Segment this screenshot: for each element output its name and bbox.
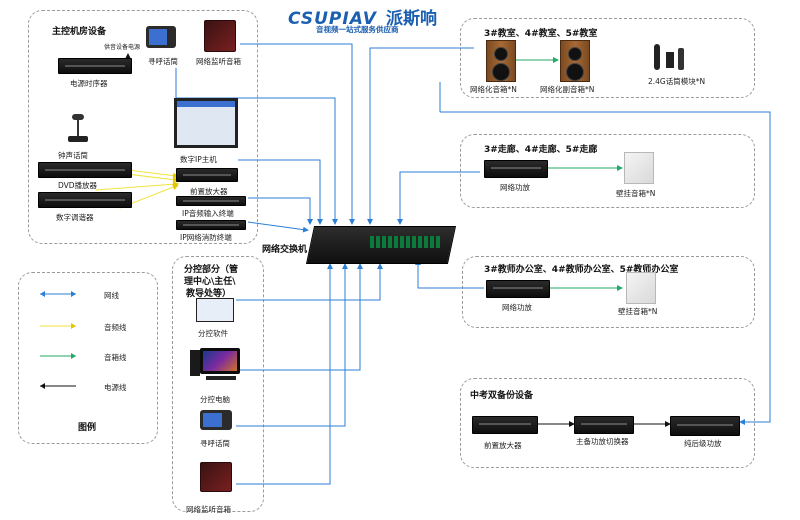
legend-swatches [40, 291, 76, 389]
branch-pc-monitor [200, 348, 240, 374]
power-supply-note: 供音设备电源 [104, 44, 141, 51]
exam-amp-label: 纯后级功放 [684, 439, 722, 448]
branch-title-line1: 分控部分（管 [184, 265, 239, 275]
branch-net-speaker-label: 网络监听音箱 [186, 505, 231, 514]
office-amp-device [486, 280, 550, 298]
branch-pc-tower [190, 350, 200, 376]
office-wall-speaker-label: 壁挂音箱*N [618, 307, 658, 316]
legend-power-line-label: 电源线 [104, 383, 127, 392]
bell-mic-label: 钟声话筒 [58, 151, 88, 160]
net-speaker-label: 网络化音箱*N [470, 85, 517, 94]
paging-mic-label: 寻呼话筒 [148, 57, 178, 66]
branch-title-line2: 理中心\主任\ [184, 277, 236, 287]
ip-audio-input-label: IP音频输入终端 [182, 209, 234, 218]
branch-title-line3: 教导处等） [186, 289, 232, 299]
slogan: 音视频一站式服务供应商 [316, 25, 399, 34]
preamp-label: 前置放大器 [190, 187, 228, 196]
preamp-device [176, 168, 238, 182]
branch-software-screen [196, 298, 234, 322]
net-monitor-speaker-device [204, 20, 236, 52]
exam-preamp-device [472, 416, 538, 434]
switch-label: 网络交换机 [262, 245, 308, 255]
brand-logo: CSUPIAV 派斯响 [288, 4, 488, 29]
corridor-wall-speaker-device [624, 152, 654, 184]
office-title: 3#教师办公室、4#教师办公室、5#教师办公室 [484, 265, 679, 275]
dvd-device [38, 162, 132, 178]
exam-preamp-label: 前置放大器 [484, 441, 522, 450]
net-sub-speaker-label: 网络化副音箱*N [540, 85, 595, 94]
main-room-group [28, 10, 258, 244]
branch-pc-keyboard [206, 376, 236, 380]
branch-pc-label: 分控电脑 [200, 395, 230, 404]
classroom-group [460, 18, 755, 98]
office-wall-speaker-device [626, 272, 656, 304]
legend-title: 图例 [78, 423, 97, 433]
brand-name: CSUPIAV [288, 9, 377, 29]
branch-paging-mic-device [200, 410, 232, 430]
exam-switcher-device [574, 416, 634, 434]
exam-title: 中考双备份设备 [470, 391, 534, 401]
dvd-label: DVD播放器 [58, 181, 98, 190]
corridor-amp-label: 网络功放 [500, 183, 530, 192]
net-monitor-speaker-label: 网络监听音箱 [196, 57, 241, 66]
branch-software-label: 分控软件 [198, 329, 228, 338]
office-group [462, 256, 755, 328]
branch-paging-mic-label: 寻呼话筒 [200, 439, 230, 448]
legend-audio-line-label: 音频线 [104, 323, 127, 332]
ip-host-device [174, 98, 238, 148]
net-sub-speaker-device [560, 40, 590, 82]
exam-group [460, 378, 755, 468]
main-room-title: 主控机房设备 [52, 27, 107, 37]
tuner-device [38, 192, 132, 208]
ip-fire-terminal-label: IP网络消防终端 [180, 233, 232, 242]
corridor-amp-device [484, 160, 548, 178]
legend-network-line-label: 网线 [104, 291, 119, 300]
legend-speaker-line-label: 音箱线 [104, 353, 127, 362]
ip-fire-terminal-device [176, 220, 246, 230]
branch-net-speaker-device [200, 462, 232, 492]
wireless-mic-icon [652, 44, 692, 74]
corridor-group [460, 134, 755, 208]
power-sequencer-device [58, 58, 132, 74]
corridor-title: 3#走廊、4#走廊、5#走廊 [484, 145, 598, 155]
classroom-title: 3#教室、4#教室、5#教室 [484, 29, 598, 39]
branch-group [172, 256, 264, 512]
power-sequencer-label: 电源时序器 [70, 79, 108, 88]
brand-name-cn: 派斯响 [385, 9, 437, 29]
ip-host-label: 数字IP主机 [180, 155, 217, 164]
office-amp-label: 网络功放 [502, 303, 532, 312]
exam-amp-device [670, 416, 740, 436]
tuner-label: 数字调谐器 [56, 213, 94, 222]
exam-switcher-label: 主备功放切换器 [576, 437, 629, 446]
paging-mic-device [146, 26, 176, 48]
corridor-wall-speaker-label: 壁挂音箱*N [616, 189, 656, 198]
net-speaker-device [486, 40, 516, 82]
bell-mic-icon [62, 110, 94, 144]
legend-group [18, 272, 158, 444]
network-switch-device [305, 226, 457, 264]
mic-module-label: 2.4G话筒模块*N [648, 77, 706, 86]
ip-audio-input-device [176, 196, 246, 206]
